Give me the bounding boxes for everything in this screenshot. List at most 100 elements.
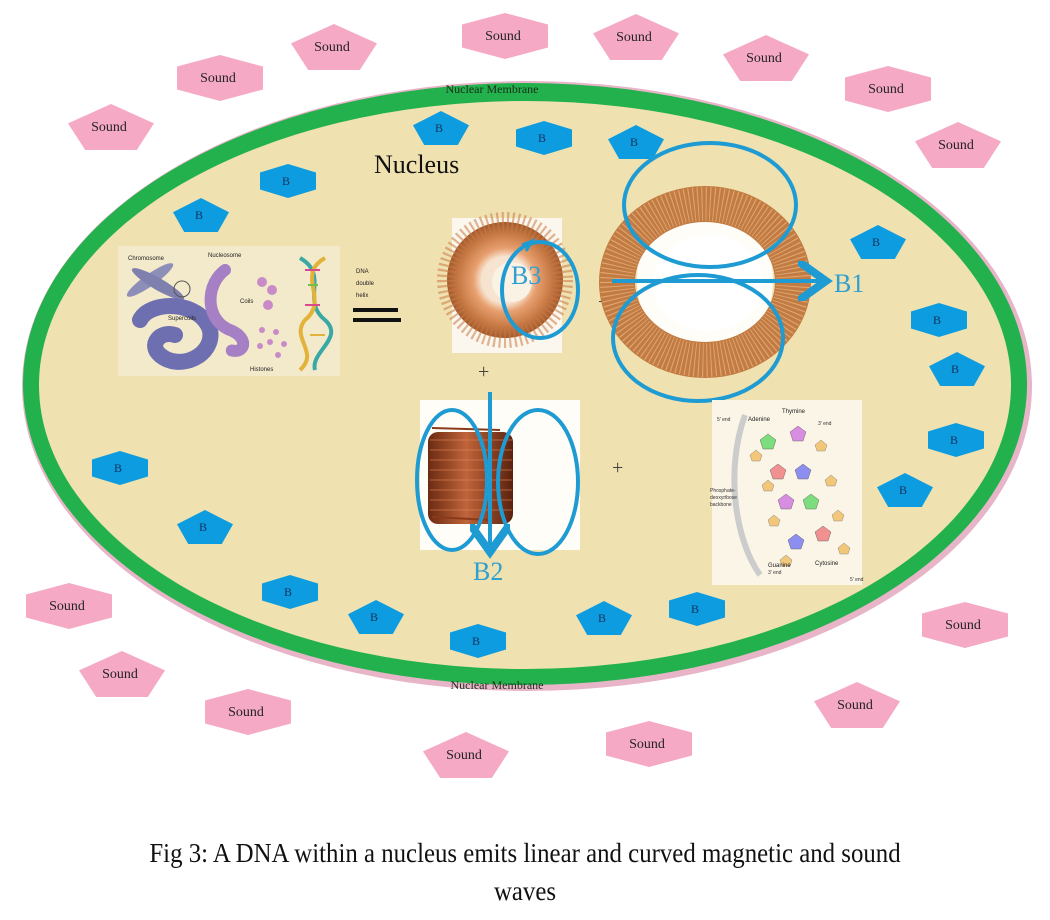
sound-marker: Sound (291, 24, 377, 70)
b-marker: B (929, 352, 985, 386)
b-marker: B (177, 510, 233, 544)
b-marker-label: B (630, 135, 638, 149)
figure-caption-line-1: Fig 3: A DNA within a nucleus emits line… (149, 838, 901, 868)
sound-marker-label: Sound (446, 748, 482, 763)
b3-label: B3 (511, 261, 541, 290)
b-marker: B (516, 121, 572, 155)
chromosome-icon (126, 263, 191, 300)
b-marker-shape (928, 423, 984, 457)
b-marker-label: B (872, 235, 880, 249)
three-end-label-top: 3' end (818, 421, 832, 427)
sound-marker-shape (177, 55, 263, 101)
b-marker: B (928, 423, 984, 457)
plus-sign-3: + (612, 457, 623, 479)
sound-marker-shape (68, 104, 154, 150)
adenine-label: Adenine (748, 417, 771, 423)
b-marker-shape (450, 624, 506, 658)
b-marker-label: B (950, 433, 958, 447)
b2-field-loops (415, 392, 580, 554)
b-marker: B (850, 225, 906, 259)
sound-marker-shape (814, 682, 900, 728)
b-marker-shape (173, 198, 229, 232)
b-marker: B (348, 600, 404, 634)
nucleotide-icons (749, 425, 851, 567)
backbone-label-3: backbone (710, 502, 732, 508)
chromosome-label: Chromosome (128, 256, 165, 262)
b-marker: B (262, 575, 318, 609)
sound-marker: Sound (462, 13, 548, 59)
sound-marker-label: Sound (49, 599, 85, 614)
sound-marker-label: Sound (868, 82, 904, 97)
sound-marker: Sound (606, 721, 692, 767)
sound-marker-shape (593, 14, 679, 60)
sound-marker-shape (423, 732, 509, 778)
b-marker-label: B (951, 362, 959, 376)
b-marker-shape (911, 303, 967, 337)
b-marker-label: B (691, 602, 699, 616)
sound-marker-label: Sound (746, 51, 782, 66)
histone-icons (257, 277, 287, 358)
sound-marker-label: Sound (938, 138, 974, 153)
b-marker: B (173, 198, 229, 232)
b-marker-label: B (538, 131, 546, 145)
toroid-coil (437, 212, 573, 353)
coil-icon (204, 264, 250, 357)
b-marker-label: B (195, 208, 203, 222)
sound-marker-label: Sound (102, 667, 138, 682)
sound-marker: Sound (423, 732, 509, 778)
nucleoplasm (39, 101, 1011, 669)
sound-marker-shape (205, 689, 291, 735)
b-marker-label: B (282, 174, 290, 188)
b-marker-shape (877, 473, 933, 507)
b-marker-shape (576, 601, 632, 635)
b-marker: B (450, 624, 506, 658)
b2-label: B2 (473, 557, 503, 586)
sound-marker-label: Sound (485, 29, 521, 44)
sound-marker-shape (845, 66, 931, 112)
b1-field-loops (611, 141, 822, 403)
sound-marker-label: Sound (91, 120, 127, 135)
sound-marker-shape (915, 122, 1001, 168)
b-marker: B (260, 164, 316, 198)
equals-sign (353, 308, 401, 322)
sound-marker-shape (606, 721, 692, 767)
b-marker-label: B (199, 520, 207, 534)
supercoil-icon (132, 298, 219, 370)
sound-marker-shape (462, 13, 548, 59)
five-end-label-top: 5' end (717, 417, 731, 423)
figure-caption-line-2: waves (493, 876, 557, 906)
sound-marker-shape (723, 35, 809, 81)
b-marker: B (911, 303, 967, 337)
three-end-label-bottom: 3' end (768, 570, 782, 576)
membrane-label-top: Nuclear Membrane (446, 82, 539, 96)
sound-marker: Sound (177, 55, 263, 101)
sound-marker: Sound (922, 602, 1008, 648)
b1-label: B1 (834, 269, 864, 298)
sound-marker: Sound (79, 651, 165, 697)
b-marker: B (576, 601, 632, 635)
sound-marker: Sound (814, 682, 900, 728)
sound-marker-label: Sound (629, 737, 665, 752)
b-marker: B (669, 592, 725, 626)
b-marker-label: B (370, 610, 378, 624)
b-marker-shape (348, 600, 404, 634)
histones-label: Histones (250, 367, 273, 373)
b-marker: B (413, 111, 469, 145)
b-marker-label: B (899, 483, 907, 497)
b-marker-shape (850, 225, 906, 259)
sound-marker: Sound (593, 14, 679, 60)
dna-label-2: double (356, 281, 375, 287)
sound-marker: Sound (205, 689, 291, 735)
sound-marker-shape (922, 602, 1008, 648)
sound-marker: Sound (26, 583, 112, 629)
b-marker-shape (92, 451, 148, 485)
supercoils-label: Supercoils (168, 316, 196, 322)
dna-helix-icon (298, 256, 334, 372)
cytosine-label: Cytosine (815, 561, 839, 567)
base-pair-illustration: Adenine Thymine Guanine Cytosine Phospha… (710, 400, 864, 585)
b-marker-label: B (598, 611, 606, 625)
b-marker-shape (669, 592, 725, 626)
sound-marker-label: Sound (314, 40, 350, 55)
